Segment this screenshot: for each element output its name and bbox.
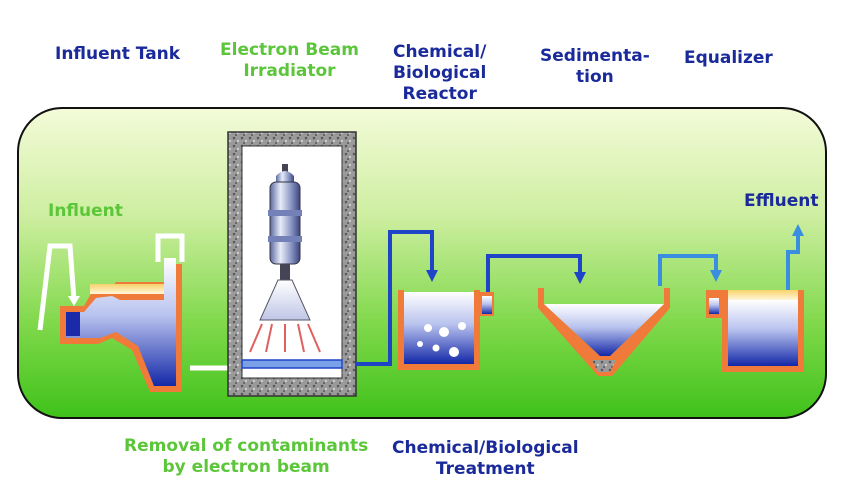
treatment-line2: Treatment [435,459,535,479]
chem-bio-reactor [398,290,494,370]
sedimentation-line2: tion [576,67,614,87]
treatment-line1: Chemical/Biological [392,438,579,458]
pipe-sedimentation-to-equalizer [658,254,718,286]
sedimentation-label: Sedimenta- tion [540,46,650,88]
effluent-pipe [786,234,800,290]
effluent-label: Effluent [744,191,819,211]
electron-beam-irradiator-line1: Electron Beam [220,40,359,60]
electron-beam-irradiator [227,131,357,397]
equalizer-label: Equalizer [684,48,773,68]
pipe-reactor-to-sedimentation [486,254,582,292]
electron-beam-irradiator-line2: Irradiator [243,61,336,81]
process-panel [17,107,827,419]
removal-line1: Removal of contaminants [124,436,369,456]
sedimentation-tank [538,288,670,376]
chem-bio-reactor-line2: Biological [393,63,487,83]
influent-tank-label: Influent Tank [55,44,181,64]
sedimentation-line1: Sedimenta- [540,46,650,66]
chem-bio-reactor-line1: Chemical/ [393,42,487,62]
treatment-label: Chemical/Biological Treatment [392,438,579,480]
pipe-irradiator-to-reactor [356,230,434,366]
equalizer-tank [706,290,804,372]
chem-bio-reactor-line3: Reactor [402,84,477,104]
removal-label: Removal of contaminants by electron beam [124,436,368,478]
electron-beam-irradiator-label: Electron Beam Irradiator [220,40,359,82]
removal-line2: by electron beam [162,457,330,477]
influent-label: Influent [48,201,123,221]
chem-bio-reactor-label: Chemical/ Biological Reactor [393,42,486,105]
